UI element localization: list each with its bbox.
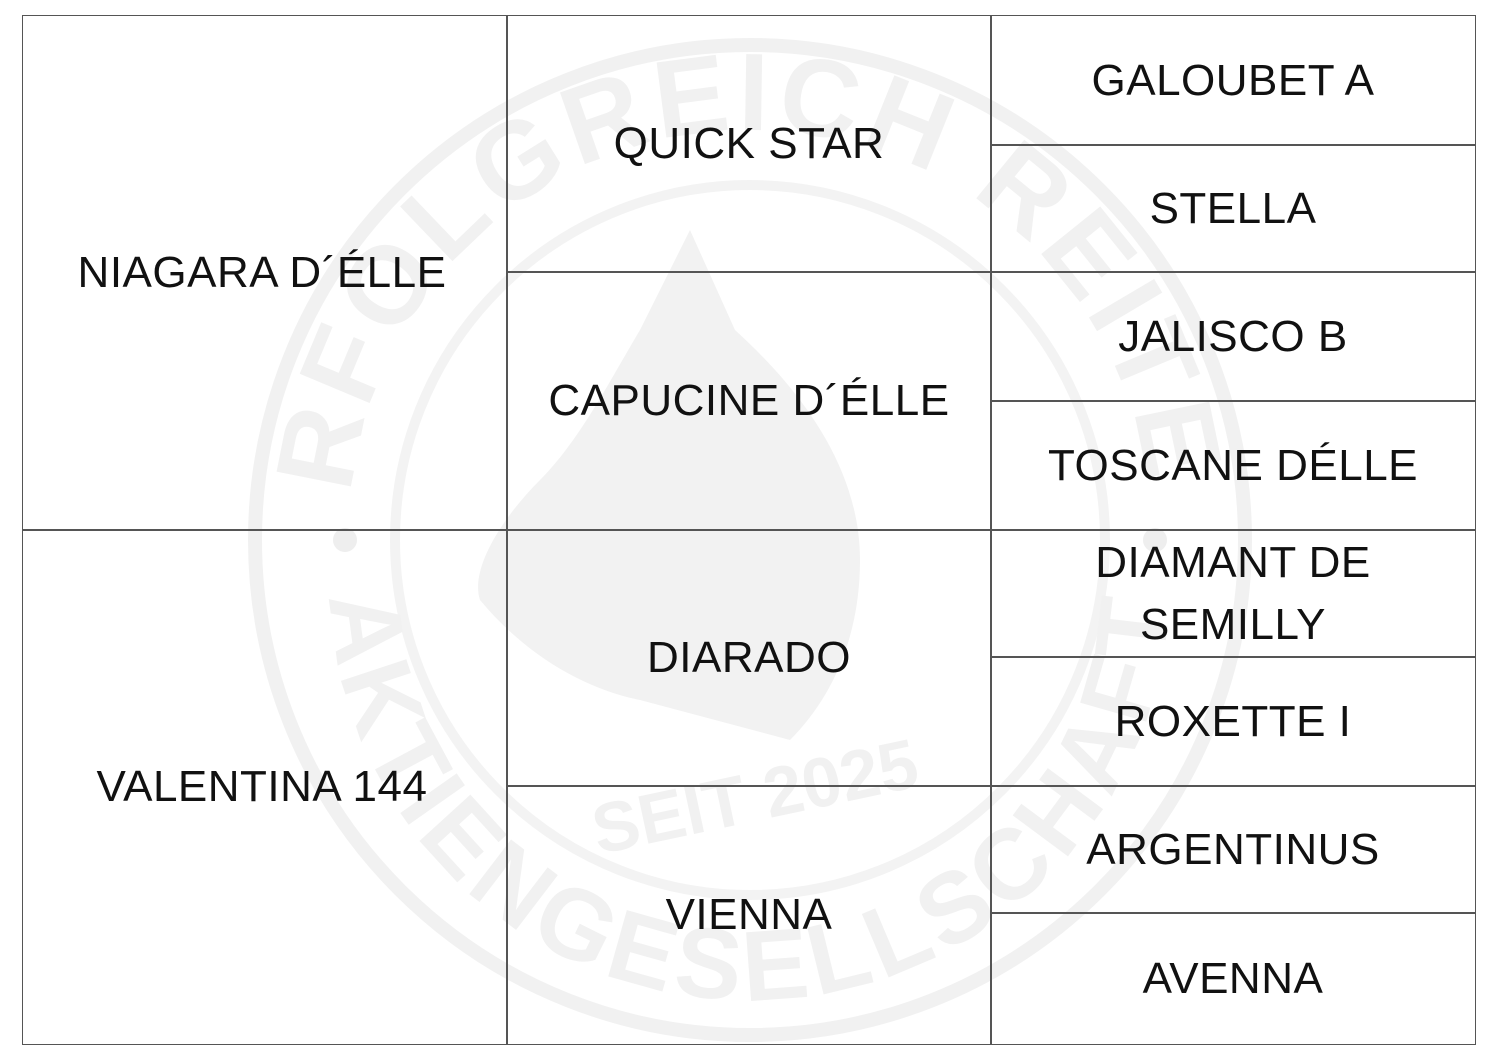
pedigree-great-grandparent-cell: GALOUBET A bbox=[990, 15, 1476, 146]
pedigree-great-grandparent-cell: STELLA bbox=[990, 144, 1476, 273]
sire-name: NIAGARA D´ÉLLE bbox=[77, 248, 447, 298]
pedigree-chart: NIAGARA D´ÉLLE VALENTINA 144 QUICK STAR … bbox=[22, 15, 1476, 1045]
pedigree-great-grandparent-cell: ROXETTE I bbox=[990, 656, 1476, 787]
dam-name: VALENTINA 144 bbox=[96, 762, 428, 812]
pedigree-great-grandparent-cell: AVENNA bbox=[990, 912, 1476, 1045]
pedigree-great-grandparent-cell: TOSCANE DÉLLE bbox=[990, 400, 1476, 531]
great-grandparent-name: STELLA bbox=[1149, 183, 1317, 233]
pedigree-grandparent-cell: VIENNA bbox=[506, 785, 992, 1045]
pedigree-dam-cell: VALENTINA 144 bbox=[22, 529, 508, 1045]
pedigree-great-grandparent-cell: ARGENTINUS bbox=[990, 785, 1476, 914]
grandparent-name: QUICK STAR bbox=[613, 119, 885, 169]
pedigree-grandparent-cell: QUICK STAR bbox=[506, 15, 992, 273]
great-grandparent-name: ROXETTE I bbox=[1114, 696, 1352, 746]
grandparent-name: DIARADO bbox=[647, 633, 851, 683]
pedigree-great-grandparent-cell: DIAMANT DE SEMILLY bbox=[990, 529, 1476, 658]
pedigree-grandparent-cell: DIARADO bbox=[506, 529, 992, 787]
grandparent-name: CAPUCINE D´ÉLLE bbox=[548, 376, 950, 426]
great-grandparent-name: DIAMANT DE SEMILLY bbox=[1095, 537, 1371, 649]
great-grandparent-name: ARGENTINUS bbox=[1086, 824, 1380, 874]
grandparent-name: VIENNA bbox=[665, 890, 833, 940]
pedigree-sire-cell: NIAGARA D´ÉLLE bbox=[22, 15, 508, 531]
great-grandparent-name: AVENNA bbox=[1142, 953, 1324, 1003]
great-grandparent-name: JALISCO B bbox=[1118, 311, 1348, 361]
great-grandparent-name: GALOUBET A bbox=[1091, 55, 1375, 105]
pedigree-grandparent-cell: CAPUCINE D´ÉLLE bbox=[506, 271, 992, 531]
pedigree-great-grandparent-cell: JALISCO B bbox=[990, 271, 1476, 402]
great-grandparent-name: TOSCANE DÉLLE bbox=[1047, 440, 1419, 490]
